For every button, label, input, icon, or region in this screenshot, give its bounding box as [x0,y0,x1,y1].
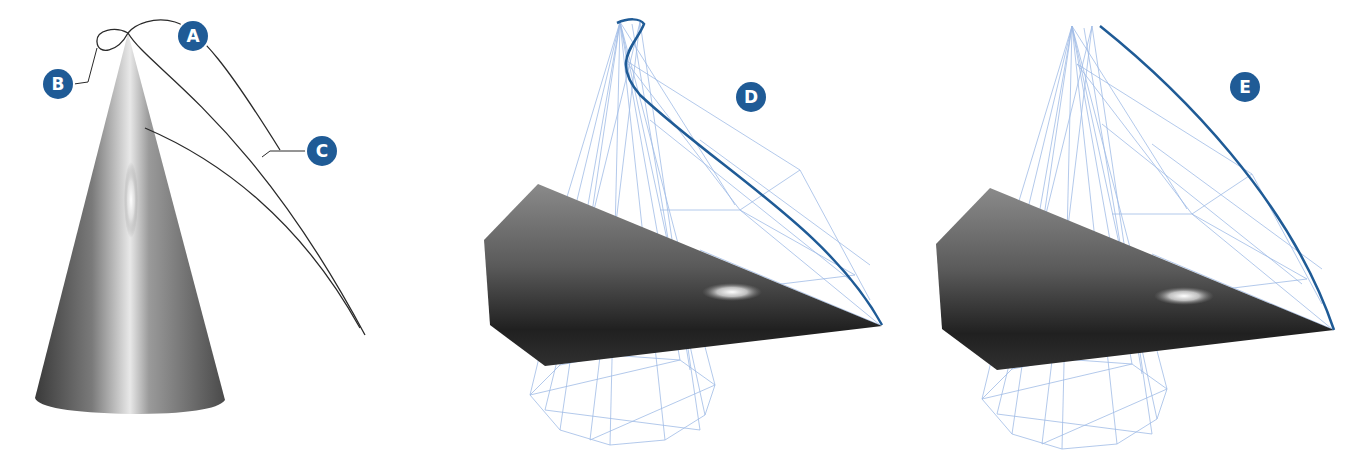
callout-letter: C [307,136,337,166]
callout-letter: A [178,21,208,51]
callout-letter: E [1230,72,1260,102]
callout-letter: B [43,69,73,99]
callout-letter: D [736,82,766,112]
